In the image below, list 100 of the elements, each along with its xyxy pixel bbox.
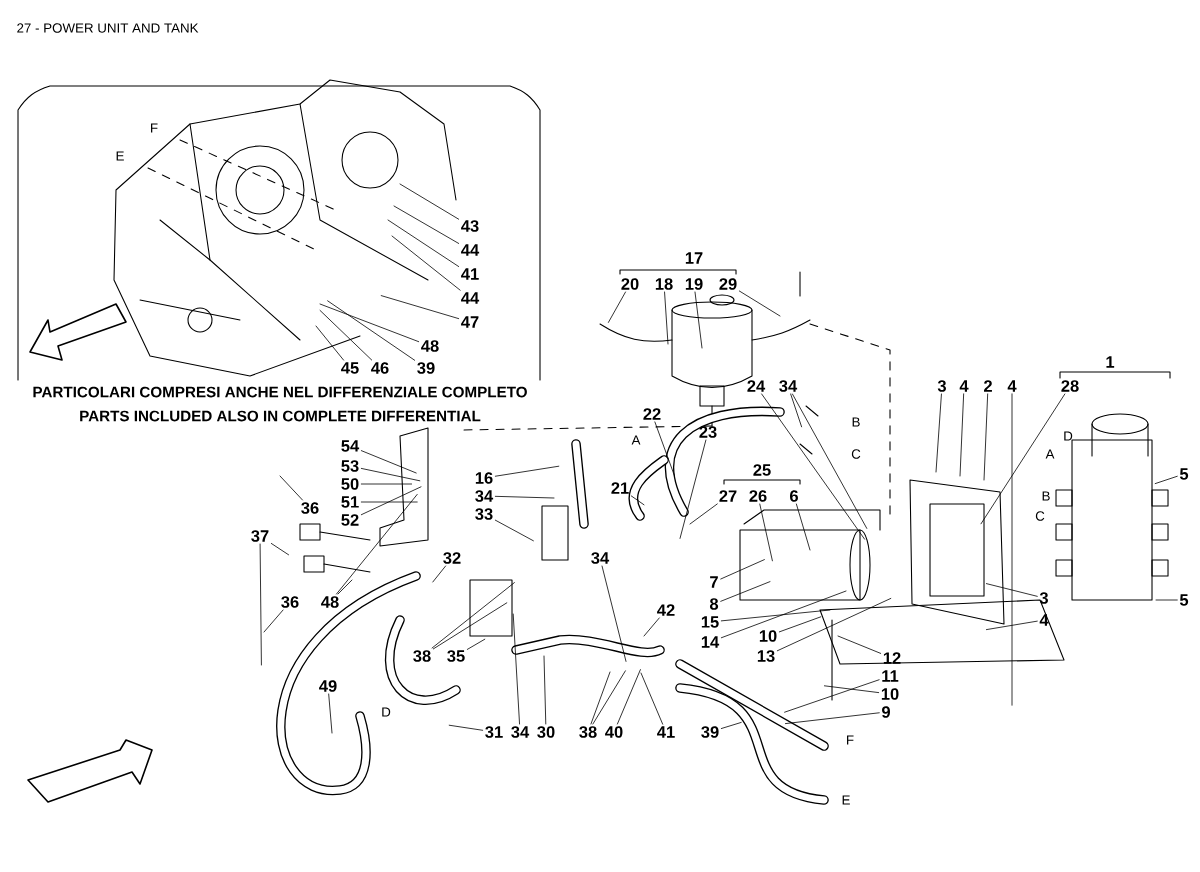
callout-number: 46 [371,362,389,374]
leader-line [328,693,333,734]
callout-number: 34 [511,726,530,738]
leader-line [679,439,707,539]
callout-number: 1 [1106,356,1115,368]
callout-number: 23 [699,426,717,438]
leader-line [608,291,626,323]
callout-number: 4 [1039,614,1049,626]
leader-line [315,325,344,361]
leader-line [643,617,660,637]
callout-number: 37 [251,530,269,542]
callout-number: 49 [319,680,337,692]
leader-line [617,669,641,725]
leader-line [689,503,718,525]
callout-number: 39 [701,726,719,738]
leader-line [360,501,418,503]
callout-number: 11 [882,670,899,682]
callout-number: 2 [984,380,992,392]
callout-number: 25 [753,464,771,476]
leader-line [664,291,669,345]
callout-number: 27 [719,490,737,502]
callout-number: 14 [701,636,720,648]
leader-line [432,602,508,650]
leader-line [432,565,446,583]
leader-line [824,685,880,693]
callout-number: 3 [1039,592,1048,604]
callout-number: 7 [710,576,718,588]
leader-line [590,671,611,725]
callout-number: 18 [655,278,673,290]
leader-line [387,219,460,267]
leader-line [720,581,771,602]
leader-line [336,494,418,595]
callout-number: 48 [421,340,439,352]
leader-line [935,393,942,473]
leader-line [1154,475,1178,484]
callout-number: 31 [485,726,503,738]
callout-number: 15 [701,616,719,628]
callout-number: 12 [883,652,901,664]
leader-line [448,724,484,731]
callout-number: 10 [881,688,899,700]
callout-number: 10 [759,630,777,642]
leader-line [694,291,703,349]
callout-number: 48 [321,596,339,608]
callout-number: 29 [719,278,737,290]
leader-line [592,670,626,725]
callout-number: 43 [461,220,479,232]
leader-line [494,519,534,542]
leader-line [360,483,412,485]
callout-number: 5 [1179,594,1189,606]
callout-number: 38 [413,650,431,662]
callout-number: 39 [417,362,435,374]
leader-line [360,468,421,482]
callout-number: 35 [447,650,465,662]
callout-number: 4 [959,380,969,392]
leader-line [654,421,675,476]
leader-line [270,543,289,556]
leader-line [738,290,781,317]
callout-number: 4 [1007,380,1017,392]
callout-number: 38 [579,726,597,738]
leader-line [494,495,555,499]
callout-number: 34 [779,380,798,392]
callout-number: 50 [341,478,359,490]
callout-number: 3 [937,380,946,392]
callout-number: 17 [685,252,703,264]
leader-line [494,465,560,477]
leader-line [337,579,353,595]
callout-number: 53 [341,460,359,472]
leader-line [431,582,515,649]
leader-line [720,559,765,580]
callout-number: 34 [591,552,610,564]
callout-number: 41 [461,268,479,280]
callout-number: 13 [757,650,775,662]
callout-number: 47 [461,316,479,328]
leader-line [391,235,461,291]
leader-line [784,679,880,713]
leader-line [327,300,416,361]
leader-line [259,543,262,666]
leader-line [986,620,1038,630]
leader-line [466,638,486,650]
callout-number: 26 [749,490,767,502]
leader-line [1155,599,1178,601]
callout-number: 52 [341,514,359,526]
leader-line [785,712,880,724]
callout-number: 36 [281,596,299,608]
callout-number: 45 [341,362,359,374]
leader-line [790,393,802,428]
leader-line [360,486,422,516]
leader-line [837,635,882,654]
callout-number: 32 [443,552,461,564]
callout-number: 28 [1061,380,1079,392]
callout-number: 33 [475,508,493,520]
callout-number: 16 [475,472,493,484]
leader-line [792,393,868,529]
callout-number: 21 [611,482,629,494]
leader-line [986,583,1038,597]
leader-line [980,393,1066,525]
callout-number: 54 [341,440,360,452]
leader-line [720,590,847,639]
callout-number: 8 [709,598,719,610]
leader-line [360,450,417,474]
